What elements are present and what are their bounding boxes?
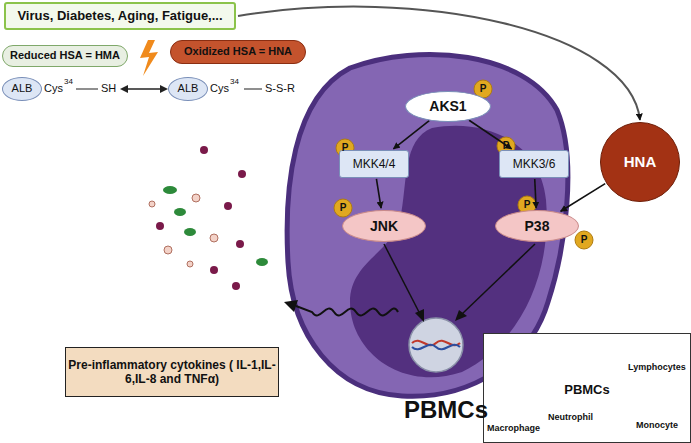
node-text: P38 [525, 218, 550, 235]
phosphate-group [334, 80, 593, 249]
arrowhead [455, 310, 467, 321]
signal-arrow [462, 244, 535, 314]
hna-circle: HNA [600, 122, 680, 202]
arrowhead [415, 309, 424, 322]
kinase-box: MKK3/6 [499, 150, 569, 178]
node-text: AKS1 [429, 98, 466, 115]
cytokine-dot [236, 240, 244, 248]
node-text: ALB [178, 82, 199, 95]
connector-arrow [393, 121, 429, 149]
reversible-arrow [126, 88, 162, 90]
cell-type-label: Monocyte [636, 421, 678, 430]
cytokine-dot [210, 234, 218, 242]
cytokine-dot [156, 222, 164, 230]
hna-pill: Oxidized HSA = HNA [170, 40, 306, 64]
cytokine-dot [163, 186, 177, 194]
node-text: Reduced HSA = HMA [10, 49, 120, 62]
connector-arrow [561, 184, 606, 212]
cytokine-dot [210, 266, 218, 274]
phosphate-label: P [503, 141, 510, 151]
signal-arrow [384, 244, 420, 314]
cytokine-dot [232, 282, 240, 290]
bond-line [76, 88, 98, 89]
node-text: Oxidized HSA = HNA [184, 45, 292, 58]
connector-arrow [535, 179, 536, 208]
node-text: Pre-inflammatory cytokines ( IL-1,IL-6,I… [66, 358, 278, 387]
connector-arrow [238, 7, 640, 120]
disulfide-label: S-S-R [265, 83, 295, 94]
node-text: ALB [12, 82, 33, 95]
arrowhead [284, 300, 298, 312]
node-text: MKK4/4 [353, 157, 396, 171]
phosphate-label: P [480, 84, 487, 94]
residue-number: 34 [230, 78, 239, 86]
lightning-bolt [140, 40, 158, 76]
residue-label: Cys [44, 83, 63, 94]
cell-type-label: Lymphocytes [628, 363, 686, 372]
phosphate-label: P [581, 235, 588, 245]
dna-strand [412, 345, 460, 350]
albumin-circle: ALB [168, 77, 208, 101]
kinase-box: MKK4/4 [339, 150, 409, 178]
dna-circle [409, 318, 463, 372]
cause-box: Virus, Diabetes, Aging, Fatigue,... [4, 2, 236, 30]
cytokine-dot [149, 201, 155, 207]
cytokine-dot [187, 261, 193, 267]
cytokine-dot [184, 228, 196, 236]
arrowhead [120, 85, 128, 93]
cytokine-dot [192, 194, 200, 202]
bond-line [244, 88, 262, 89]
mapk-ellipse: JNK [342, 210, 426, 242]
cytokine-dot [200, 146, 208, 154]
phosphate-label: P [342, 143, 349, 153]
thiol-label: SH [101, 83, 116, 94]
connector-arrow [376, 179, 381, 208]
residue-label: Cys [210, 83, 229, 94]
node-text: JNK [370, 218, 398, 235]
node-text: Virus, Diabetes, Aging, Fatigue,... [17, 8, 222, 24]
cell-type-label: Macrophage [487, 424, 540, 433]
hma-pill: Reduced HSA = HMA [2, 45, 128, 67]
cytokine-dot [256, 258, 268, 266]
albumin-circle: ALB [2, 77, 42, 101]
kinase-ellipse: AKS1 [405, 91, 491, 122]
phosphate-circle [575, 231, 593, 249]
cytokine-box: Pre-inflammatory cytokines ( IL-1,IL-6,I… [65, 347, 279, 397]
node-text: PBMCs [564, 382, 610, 398]
cytokine-dot [174, 208, 186, 216]
phosphate-label: P [340, 203, 347, 213]
cytokine-dot [238, 170, 246, 178]
arrowhead [160, 85, 168, 93]
cytokine-dot [224, 202, 232, 210]
cytokine-dot [164, 246, 172, 254]
cell-type-label: Neutrophil [548, 413, 593, 422]
residue-number: 34 [64, 78, 73, 86]
node-text: MKK3/6 [513, 157, 556, 171]
cell-title: PBMCs [404, 398, 488, 422]
node-text: HNA [624, 153, 657, 171]
phosphate-label: P [524, 200, 531, 210]
mapk-ellipse: P38 [495, 210, 579, 242]
cytokine-dots [149, 146, 268, 290]
phosphate-circle [334, 199, 352, 217]
wavy-arrow [296, 306, 398, 315]
